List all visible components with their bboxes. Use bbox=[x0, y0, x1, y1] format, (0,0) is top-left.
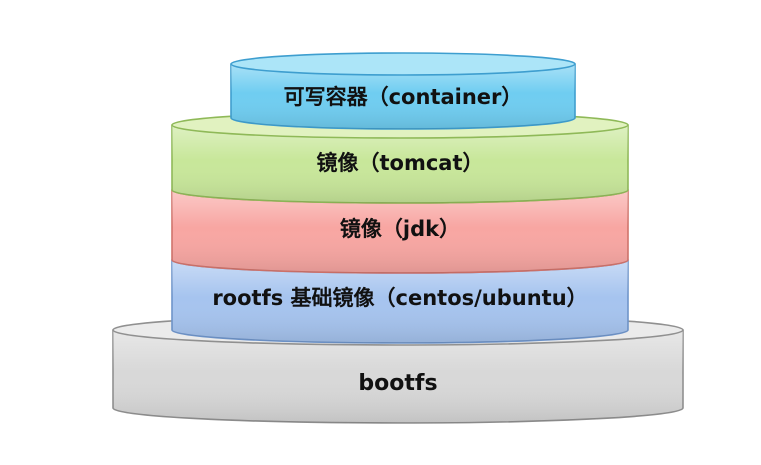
rootfs-label: rootfs 基础镜像（centos/ubuntu） bbox=[212, 286, 587, 310]
bootfs-label: bootfs bbox=[358, 371, 437, 396]
jdk-label: 镜像（jdk） bbox=[340, 217, 460, 241]
container-label: 可写容器（container） bbox=[284, 85, 523, 109]
tomcat-label: 镜像（tomcat） bbox=[316, 151, 483, 175]
container-cylinder-top bbox=[230, 52, 576, 76]
layer-container: 可写容器（container） bbox=[230, 52, 576, 130]
